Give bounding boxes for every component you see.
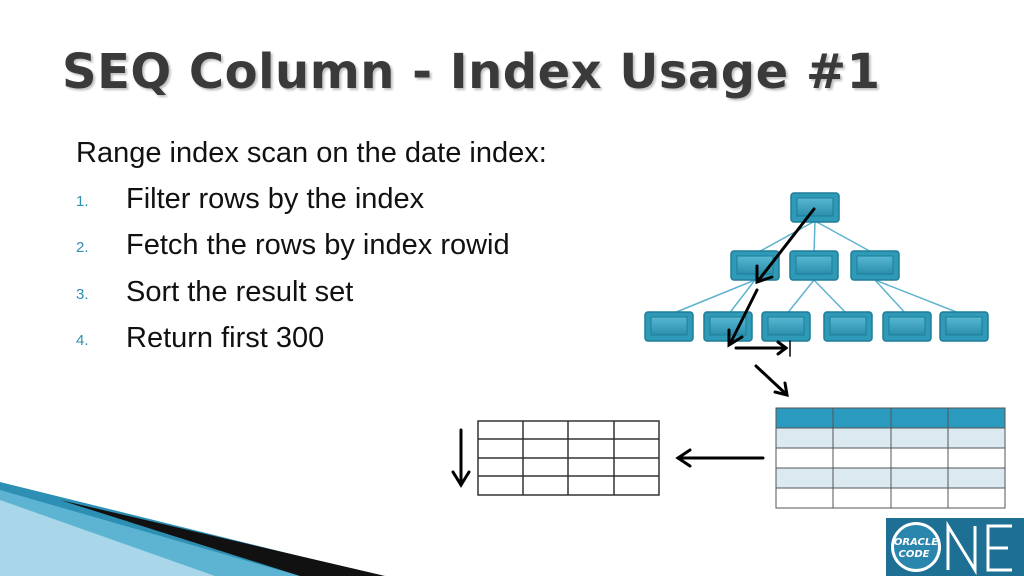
arrow-root-to-branch — [755, 207, 816, 285]
bottom-swoosh — [0, 482, 385, 576]
tree-leaf-node — [761, 311, 811, 342]
fetched-rows-table — [775, 407, 1006, 509]
arrow-rows-to-sorted — [675, 448, 765, 468]
traversal-arrows — [451, 207, 816, 488]
slide-title: SEQ Column - Index Usage #1 — [62, 44, 881, 100]
tree-leaf-node — [882, 311, 932, 342]
list-number: 2. — [76, 239, 89, 256]
logo-text-line1: ORACLE — [894, 537, 938, 548]
arrow-branch-to-leaf — [727, 288, 759, 348]
tree-root-node — [790, 192, 840, 223]
list-text: Filter rows by the index — [126, 183, 425, 215]
list-text: Sort the result set — [126, 276, 354, 308]
list-number: 4. — [76, 332, 89, 349]
sorted-result-table — [477, 420, 660, 496]
list-text: Return first 300 — [126, 322, 325, 354]
logo-text-line2: CODE — [899, 549, 930, 560]
tree-leaf-node — [939, 311, 989, 342]
list-number: 1. — [76, 193, 89, 210]
tree-leaf-node — [644, 311, 694, 342]
tree-leaf-node — [823, 311, 873, 342]
arrow-to-rows-table — [754, 364, 789, 398]
tree-branch-node — [789, 250, 839, 281]
arrow-sort-down — [451, 428, 471, 488]
tree-branch-node — [850, 250, 900, 281]
tree-connectors — [668, 220, 965, 316]
intro-text: Range index scan on the date index: — [76, 137, 547, 169]
tree-branch-node — [730, 250, 780, 281]
oracle-code-logo: ORACLE CODE — [886, 518, 1024, 576]
list-text: Fetch the rows by index rowid — [126, 229, 510, 261]
list-number: 3. — [76, 286, 89, 303]
arrow-leaf-scan-right — [734, 340, 791, 357]
